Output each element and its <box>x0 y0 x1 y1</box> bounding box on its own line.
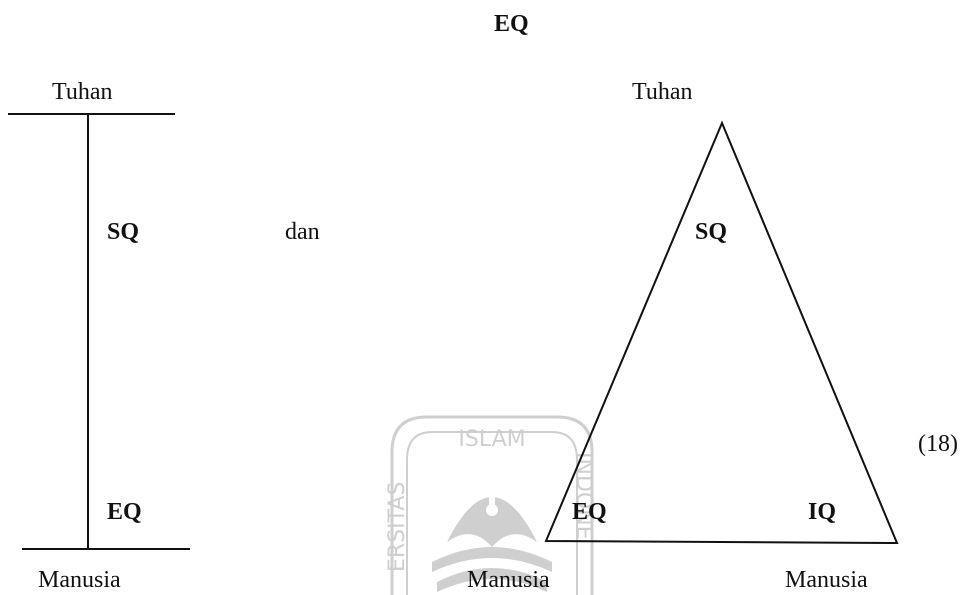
svg-text:INDONE: INDONE <box>571 452 596 540</box>
top-eq-label: EQ <box>494 11 529 37</box>
left-sq-label: SQ <box>107 219 140 245</box>
svg-text:ISLAM: ISLAM <box>458 427 525 452</box>
left-bottom-label: Manusia <box>38 567 121 593</box>
triangle-bottom-right-label: Manusia <box>785 567 868 593</box>
triangle-iq-label: IQ <box>808 499 837 525</box>
left-top-label: Tuhan <box>52 79 113 105</box>
university-seal-watermark: ISLAM ERSITAS INDONE <box>385 415 596 595</box>
connector-dan: dan <box>285 219 320 245</box>
triangle-apex-label: Tuhan <box>632 79 693 105</box>
triangle-eq-label: EQ <box>572 499 607 525</box>
triangle <box>544 120 899 545</box>
triangle-sq-label: SQ <box>695 219 728 245</box>
triangle-bottom-left-label: Manusia <box>467 567 550 593</box>
left-eq-label: EQ <box>107 499 142 525</box>
svg-text:ERSITAS: ERSITAS <box>385 482 410 572</box>
equation-number: (18) <box>918 431 958 457</box>
